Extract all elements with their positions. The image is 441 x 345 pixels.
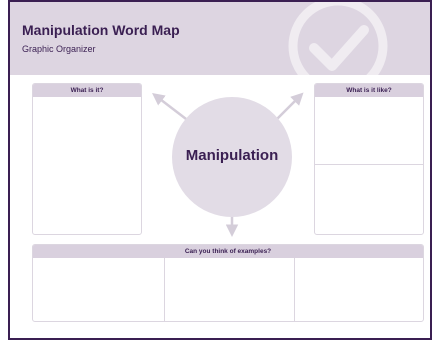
center-word: Manipulation [185, 147, 279, 164]
page-title: Manipulation Word Map [22, 22, 180, 38]
examples-box: Can you think of examples? [32, 244, 424, 322]
what-is-it-like-box: What is it like? [314, 83, 424, 235]
worksheet: Manipulation Word Map Graphic Organizer … [8, 0, 432, 340]
examples-header: Can you think of examples? [33, 245, 423, 258]
examples-column-divider [164, 258, 165, 321]
center-circle: Manipulation [172, 97, 292, 217]
examples-column-divider [294, 258, 295, 321]
checkmark-watermark-icon [288, 2, 388, 75]
page-subtitle: Graphic Organizer [22, 44, 96, 54]
what-is-it-box: What is it? [32, 83, 142, 235]
what-is-it-like-header: What is it like? [315, 84, 423, 97]
what-is-it-header: What is it? [33, 84, 141, 97]
box-divider [315, 164, 423, 165]
header-band: Manipulation Word Map Graphic Organizer [10, 2, 430, 75]
